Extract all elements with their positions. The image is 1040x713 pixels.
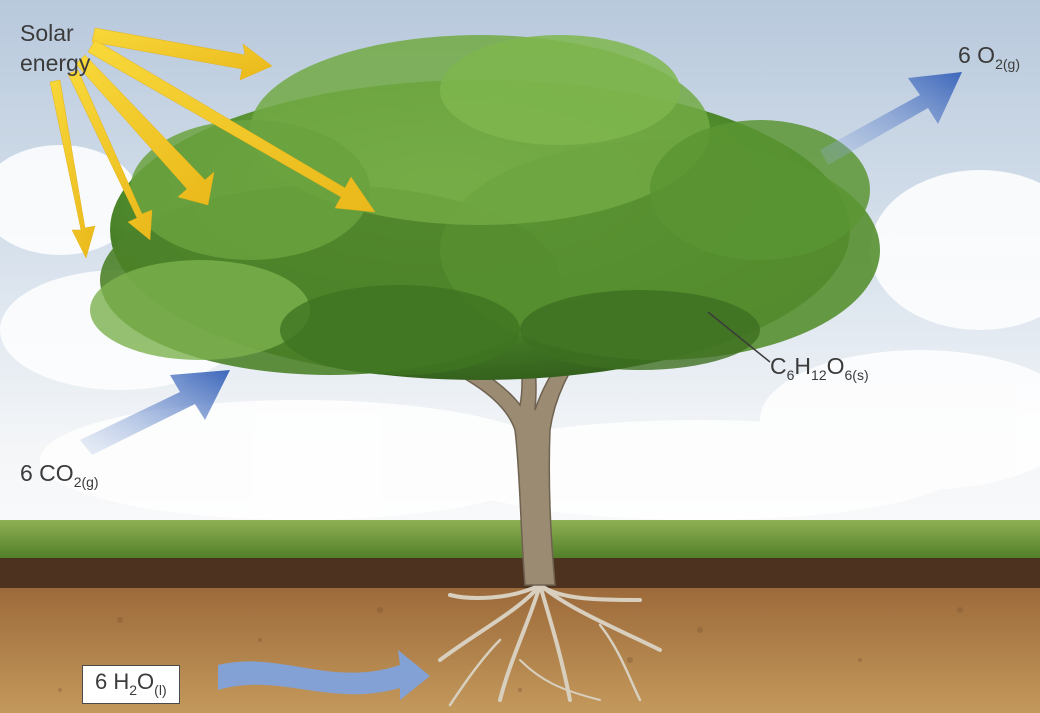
glucose-o: O [827, 353, 845, 379]
water-sub-h: 2 [129, 682, 137, 698]
water-coefficient: 6 H [95, 669, 129, 694]
solar-energy-label: Solar energy [20, 18, 90, 78]
water-label-box: 6 H2O(l) [82, 665, 180, 704]
water-o: O [137, 669, 154, 694]
oxygen-label: 6 O2(g) [958, 44, 1020, 71]
solar-label-line2: energy [20, 48, 90, 78]
water-sub-state: (l) [154, 682, 166, 698]
glucose-o-sub: 6(s) [845, 367, 869, 383]
glucose-h: H [794, 353, 811, 379]
o2-subscript: 2(g) [995, 56, 1020, 72]
co2-coefficient: 6 CO [20, 460, 74, 486]
carbon-dioxide-label: 6 CO2(g) [20, 462, 99, 489]
solar-label-line1: Solar [20, 18, 90, 48]
glucose-label: C6H12O6(s) [770, 355, 869, 382]
co2-subscript: 2(g) [74, 474, 99, 490]
glucose-c: C [770, 353, 787, 379]
glucose-h-sub: 12 [811, 367, 827, 383]
o2-coefficient: 6 O [958, 42, 995, 68]
